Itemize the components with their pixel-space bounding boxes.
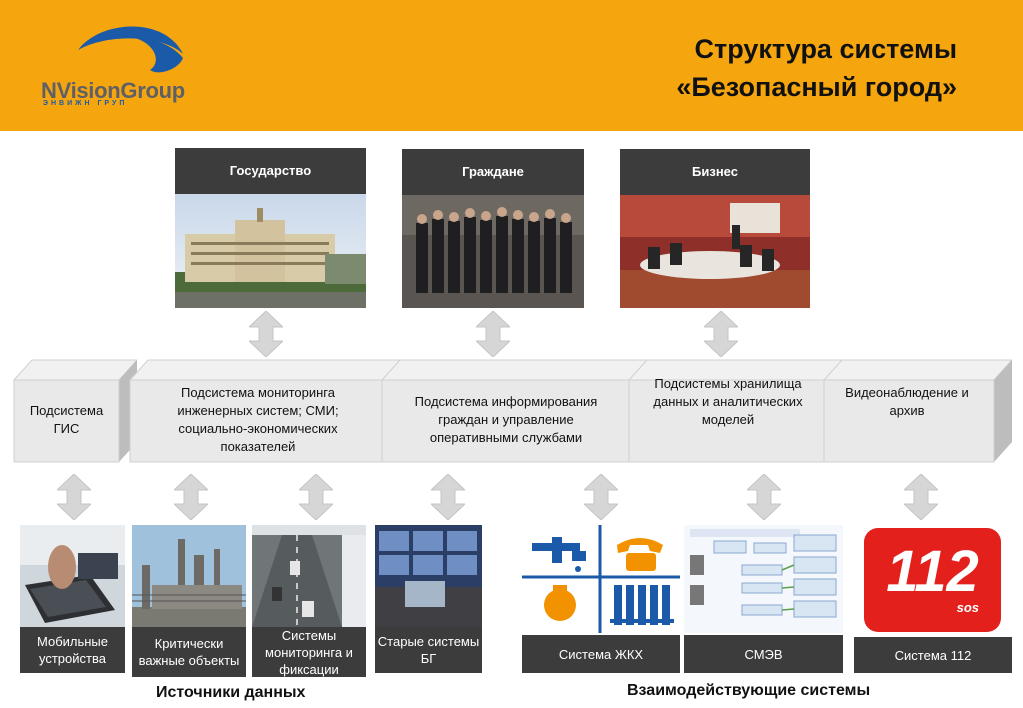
double-arrow-icon	[431, 474, 465, 520]
double-arrow-icon	[584, 474, 618, 520]
source-monitoring-systems: Системы мониторинга и фиксации	[252, 525, 366, 677]
double-arrow-icon	[57, 474, 91, 520]
logo-wordmark: NVisionGroup	[41, 78, 185, 103]
logo-subtext: ЭНВИЖН ГРУП	[43, 100, 128, 107]
subsystem-gis: Подсистема ГИС	[12, 358, 137, 464]
double-arrow-icon	[747, 474, 781, 520]
double-arrow-icon	[704, 311, 738, 357]
laptop-photo	[20, 525, 125, 627]
subsystem-label: Видеонаблюдение и архив	[845, 385, 969, 418]
source-mobile-devices: Мобильные устройства	[20, 525, 125, 677]
subsystem-label: Подсистема мониторинга инженерных систем…	[177, 385, 339, 454]
stakeholder-label: Граждане	[402, 149, 584, 195]
logo-eye-icon	[78, 26, 183, 73]
title-line-2: «Безопасный город»	[676, 72, 957, 102]
source-label: Мобильные устройства	[20, 627, 125, 673]
page-title: Структура системы «Безопасный город»	[676, 30, 957, 106]
telephone-icon	[617, 538, 663, 571]
caption-interacting-systems: Взаимодействующие системы	[627, 682, 871, 699]
double-arrow-icon	[249, 311, 283, 357]
source-label: Критически важные объекты	[132, 627, 246, 677]
stakeholder-business: Бизнес	[620, 149, 810, 308]
double-arrow-icon	[174, 474, 208, 520]
system-label: Система ЖКХ	[522, 635, 680, 673]
business-meeting-photo	[620, 195, 810, 308]
double-arrow-icon	[476, 311, 510, 357]
subsystem-video-surveillance: Видеонаблюдение и архив	[822, 358, 1012, 464]
smev-scheme-diagram	[684, 525, 843, 633]
badge-sos: SOS	[956, 600, 979, 615]
subsystem-monitoring: Подсистема мониторинга инженерных систем…	[128, 358, 404, 464]
system-smev: СМЭВ	[684, 525, 843, 677]
radiator-icon	[610, 585, 674, 625]
source-label: Системы мониторинга и фиксации	[252, 627, 366, 677]
industrial-plant-photo	[132, 525, 246, 627]
subsystem-label: Подсистемы хранилища данных и аналитичес…	[653, 376, 803, 427]
double-arrow-icon	[299, 474, 333, 520]
traffic-camera-photo	[252, 525, 366, 627]
stakeholder-citizens: Граждане	[402, 149, 584, 308]
system-label: СМЭВ	[684, 635, 843, 673]
system-housing-utilities: Система ЖКХ	[522, 525, 680, 677]
government-building-photo	[175, 194, 366, 308]
stakeholder-government: Государство	[175, 148, 366, 308]
faucet-icon	[532, 537, 586, 572]
subsystem-label: Подсистема ГИС	[29, 403, 104, 436]
caption-data-sources: Источники данных	[156, 684, 306, 701]
utilities-icons	[522, 525, 680, 633]
subsystem-label: Подсистема информирования граждан и упра…	[414, 394, 598, 445]
stakeholder-label: Государство	[175, 148, 366, 194]
header-banner: NVisionGroup ЭНВИЖН ГРУП Структура систе…	[0, 0, 1023, 131]
subsystem-data-warehouse: Подсистемы хранилища данных и аналитичес…	[627, 358, 845, 464]
title-line-1: Структура системы	[694, 34, 958, 64]
citizens-group-photo	[402, 195, 584, 308]
stakeholder-label: Бизнес	[620, 149, 810, 195]
double-arrow-icon	[904, 474, 938, 520]
system-label: Система 112	[854, 637, 1012, 673]
system-112: 112 SOS Система 112	[854, 525, 1012, 677]
source-legacy-systems: Старые системы БГ	[375, 525, 482, 677]
source-label: Старые системы БГ	[375, 627, 482, 673]
badge-number: 112	[886, 539, 979, 604]
control-room-photo	[375, 525, 482, 627]
lightbulb-icon	[544, 585, 576, 621]
source-critical-objects: Критически важные объекты	[132, 525, 246, 677]
emergency-112-badge: 112 SOS	[864, 528, 1001, 632]
subsystem-informing: Подсистема информирования граждан и упра…	[380, 358, 648, 464]
